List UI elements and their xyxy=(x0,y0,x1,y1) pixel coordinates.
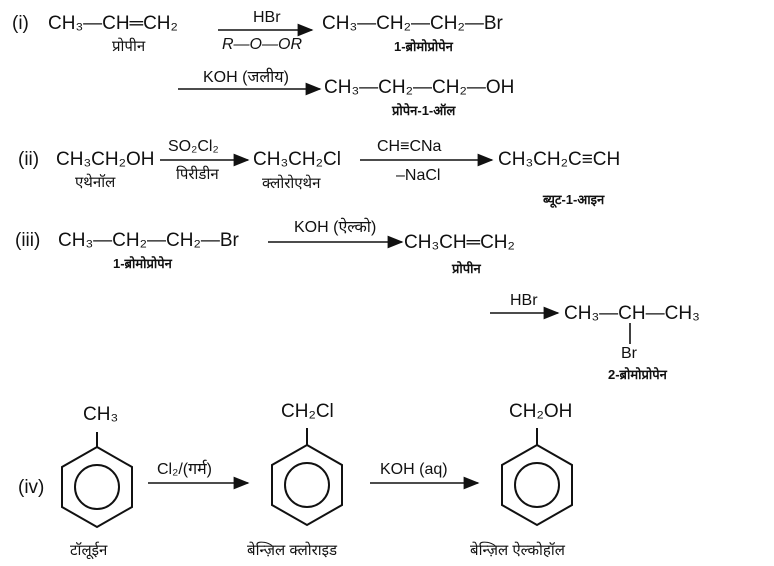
r1-reactant: CH₃—CH═CH₂ xyxy=(48,13,178,34)
r1-product: CH₃—CH₂—CH₂—Br xyxy=(322,13,503,34)
r2-product-name: क्लोरोएथेन xyxy=(262,175,321,192)
r4-benzyl-alcohol-substituent: CH₂OH xyxy=(509,401,573,422)
r2-reagent2-bottom: –NaCl xyxy=(396,167,441,184)
r2-product2-name: ब्यूट-1-आइन xyxy=(543,192,605,207)
r1-reagent-bottom: R—O—OR xyxy=(222,36,302,53)
r3-reactant-name: 1-ब्रोमोप्रोपेन xyxy=(113,256,172,271)
r4-benzyl-chloride-name: बेन्ज़िल क्लोराइड xyxy=(247,542,338,559)
r3-reagent-top: KOH (ऐल्को) xyxy=(294,219,377,236)
r1-product2: CH₃—CH₂—CH₂—OH xyxy=(324,77,515,98)
r1-product-name: 1-ब्रोमोप्रोपेन xyxy=(394,39,453,54)
r2-reactant: CH₃CH₂OH xyxy=(56,149,155,170)
r2-reagent-top: SO₂Cl₂ xyxy=(168,138,219,155)
r1-reactant-name: प्रोपीन xyxy=(112,38,146,55)
r2-product2: CH₃CH₂C≡CH xyxy=(498,149,621,170)
r4-toluene-substituent: CH₃ xyxy=(83,404,119,425)
reaction-number-4: (iv) xyxy=(18,477,45,498)
r3-reagent2-top: HBr xyxy=(510,292,538,309)
r4-benzyl-chloride-substituent: CH₂Cl xyxy=(281,401,334,422)
r3-reactant: CH₃—CH₂—CH₂—Br xyxy=(58,230,239,251)
r3-product2-sub: Br xyxy=(621,345,637,362)
benzene-ring-benzyl-chloride xyxy=(271,428,343,527)
r4-benzyl-alcohol-name: बेन्ज़िल ऐल्कोहॉल xyxy=(470,542,565,559)
r4-reagent2: KOH (aq) xyxy=(380,461,448,478)
r2-reactant-name: एथेनॉल xyxy=(75,174,116,191)
r2-reagent-bottom: पिरीडीन xyxy=(176,166,219,183)
benzene-ring-benzyl-alcohol xyxy=(501,428,573,527)
reaction-number-3: (iii) xyxy=(15,230,41,251)
r4-toluene-name: टॉलूईन xyxy=(70,542,108,559)
r3-product2: CH₃—CH—CH₃ xyxy=(564,303,700,324)
r1-reagent-top: HBr xyxy=(253,9,281,26)
r4-reagent1: Cl₂/(गर्म) xyxy=(157,461,212,478)
benzene-ring-toluene xyxy=(61,432,133,529)
r1-product2-name: प्रोपेन-1-ऑल xyxy=(392,103,456,118)
reaction-number-2: (ii) xyxy=(18,149,40,170)
r3-product2-name: 2-ब्रोमोप्रोपेन xyxy=(608,367,667,382)
r2-reagent2-top: CH≡CNa xyxy=(377,138,442,155)
r2-product: CH₃CH₂Cl xyxy=(253,149,341,170)
reaction-number-1: (i) xyxy=(12,13,29,34)
r1-reagent2: KOH (जलीय) xyxy=(203,69,289,86)
r3-product: CH₃CH═CH₂ xyxy=(404,232,515,253)
r3-product-name: प्रोपीन xyxy=(452,261,481,276)
